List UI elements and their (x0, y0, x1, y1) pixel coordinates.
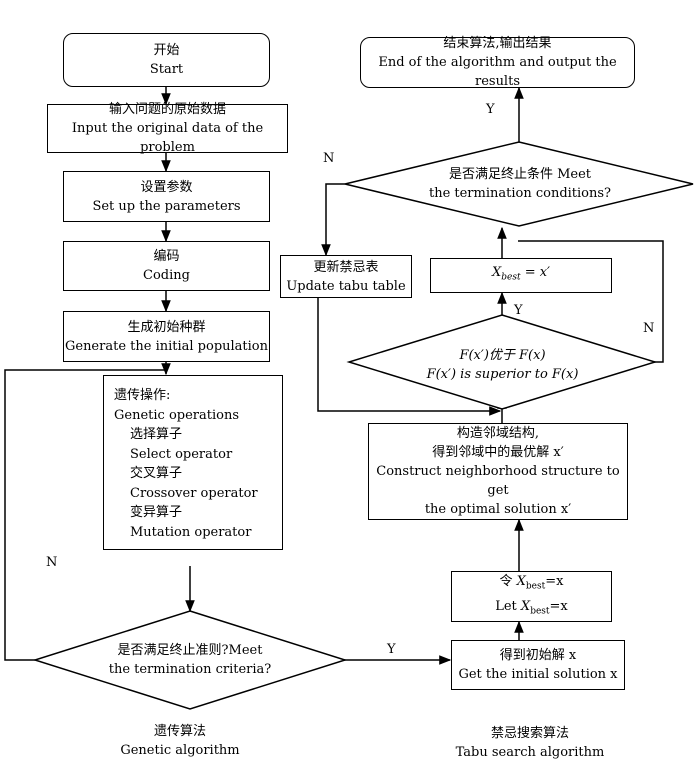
initial-solution-box: 得到初始解 x Get the initial solution x (451, 640, 625, 690)
coding-box: 编码 Coding (63, 241, 270, 291)
end-label-en: End of the algorithm and output the resu… (378, 55, 617, 89)
set-parameters-box: 设置参数 Set up the parameters (63, 171, 270, 222)
neighborhood-line-2: 得到邻域中的最优解 x′ (432, 445, 564, 460)
termination-conditions-label: 是否满足终止条件 Meet the termination conditions… (425, 165, 615, 203)
termination-criteria-cn: 是否满足终止准则?Meet (117, 643, 263, 658)
xbest-update-box: Xbest = x′ (430, 258, 612, 293)
assign-xbest-box: 令 Xbest=x Let Xbest=x (451, 571, 612, 622)
end-node: 结束算法,输出结果 End of the algorithm and outpu… (360, 36, 635, 89)
superior-condition-label: F(x′)优于 F(x) F(x′) is superior to F(x) (405, 346, 600, 384)
update-tabu-table-cn: 更新禁忌表 (313, 259, 379, 275)
crossover-operator-en: Crossover operator (130, 485, 258, 501)
edge-label-no-superior: N (643, 321, 655, 336)
initial-population-box: 生成初始种群 Generate the initial population (63, 311, 270, 362)
genetic-operations-box: 遗传操作: Genetic operations 选择算子 Select ope… (103, 375, 283, 550)
genetic-algorithm-caption-en: Genetic algorithm (120, 743, 240, 758)
edge-label-yes-criteria: Y (387, 642, 396, 657)
mutation-operator-en: Mutation operator (130, 524, 252, 540)
initial-population-label-en: Generate the initial population (64, 338, 269, 354)
neighborhood-box: 构造邻域结构, 得到邻域中的最优解 x′ Construct neighborh… (368, 423, 628, 520)
termination-conditions-cn: 是否满足终止条件 Meet (448, 167, 592, 182)
mutation-operator-cn: 变异算子 (130, 505, 183, 520)
edge-label-yes-superior: Y (514, 303, 523, 318)
set-parameters-label-cn: 设置参数 (140, 179, 193, 195)
tabu-search-caption-cn: 禁忌搜索算法 (490, 726, 569, 741)
genetic-algorithm-caption-cn: 遗传算法 (153, 724, 206, 739)
neighborhood-line-4: the optimal solution x′ (424, 502, 572, 517)
update-tabu-table-en: Update tabu table (286, 278, 406, 294)
end-label-cn: 结束算法,输出结果 (443, 36, 552, 51)
edge-label-yes-end: Y (486, 102, 495, 117)
coding-label-en: Coding (143, 268, 190, 283)
assign-xbest-cn: 令 Xbest=x (499, 573, 564, 592)
select-operator-en: Select operator (130, 446, 233, 462)
start-label-cn: 开始 (153, 43, 180, 58)
start-label-en: Start (149, 62, 184, 77)
initial-solution-en: Get the initial solution x (458, 667, 618, 682)
assign-xbest-en: Let Xbest=x (495, 598, 568, 617)
genetic-operations-title-cn: 遗传操作: (114, 388, 171, 403)
termination-conditions-en: the termination conditions? (428, 186, 612, 201)
edge-label-no-criteria: N (46, 555, 58, 570)
edge-label-no-termination: N (323, 151, 335, 166)
tabu-search-caption-en: Tabu search algorithm (455, 745, 605, 760)
crossover-operator-cn: 交叉算子 (130, 466, 183, 481)
termination-criteria-en: the termination criteria? (108, 662, 272, 677)
xbest-update-label: Xbest = x′ (491, 265, 551, 283)
coding-label-cn: 编码 (153, 249, 180, 264)
genetic-algorithm-caption: 遗传算法 Genetic algorithm (110, 722, 250, 760)
genetic-operations-title-en: Genetic operations (114, 407, 239, 423)
initial-population-label-cn: 生成初始种群 (127, 319, 206, 335)
select-operator-cn: 选择算子 (130, 427, 183, 442)
input-data-label-en: Input the original data of the problem (71, 121, 264, 155)
superior-condition-en: F(x′) is superior to F(x) (426, 367, 579, 382)
neighborhood-line-3: Construct neighborhood structure to get (376, 464, 620, 498)
set-parameters-label-en: Set up the parameters (92, 198, 241, 214)
neighborhood-line-1: 构造邻域结构, (456, 426, 540, 441)
initial-solution-cn: 得到初始解 x (499, 648, 577, 663)
start-node: 开始 Start (63, 33, 270, 87)
update-tabu-table-box: 更新禁忌表 Update tabu table (280, 255, 412, 298)
termination-criteria-label: 是否满足终止准则?Meet the termination criteria? (100, 641, 280, 679)
tabu-search-caption: 禁忌搜索算法 Tabu search algorithm (455, 724, 605, 762)
input-data-label-cn: 输入问题的原始数据 (108, 102, 226, 117)
superior-condition-cn: F(x′)优于 F(x) (459, 348, 546, 363)
input-data-box: 输入问题的原始数据 Input the original data of the… (47, 102, 288, 155)
